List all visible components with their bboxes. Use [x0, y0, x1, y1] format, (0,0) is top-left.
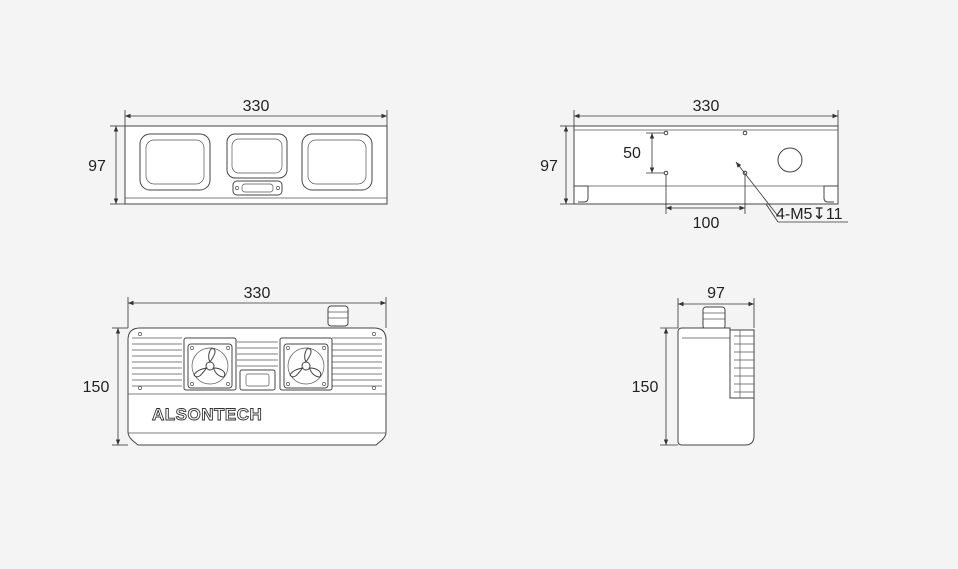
end-fins — [729, 329, 755, 399]
side-hole-callout: 4-M5↧11 — [776, 206, 843, 223]
fan-right-icon — [279, 337, 333, 391]
connector — [232, 180, 283, 196]
end-height-label: 150 — [632, 379, 659, 396]
fan-left-icon — [183, 337, 237, 391]
front-view: 330 97 — [88, 98, 388, 205]
side-width-label: 330 — [693, 98, 720, 115]
port-hole — [777, 147, 803, 173]
front-height-label: 97 — [88, 158, 106, 175]
side-body — [573, 125, 839, 205]
cable-gland — [327, 305, 349, 327]
end-body — [677, 327, 755, 446]
end-width-label: 97 — [707, 285, 725, 302]
side-height-label: 97 — [540, 158, 558, 175]
top-body — [127, 327, 387, 446]
top-height-label: 150 — [83, 379, 110, 396]
top-width-label: 330 — [244, 285, 271, 302]
side-hole-spacing-h: 100 — [693, 215, 720, 232]
front-width-label: 330 — [243, 98, 270, 115]
end-cable-gland — [702, 306, 726, 330]
end-view: 97 150 — [632, 285, 755, 446]
center-connector — [239, 369, 276, 391]
side-hole-spacing-v: 50 — [623, 145, 641, 162]
brand-logo: ALSONTECH — [152, 405, 262, 424]
top-view: 330 150 — [83, 285, 387, 446]
side-view: 330 97 50 100 4-M5↧11 — [540, 98, 848, 232]
